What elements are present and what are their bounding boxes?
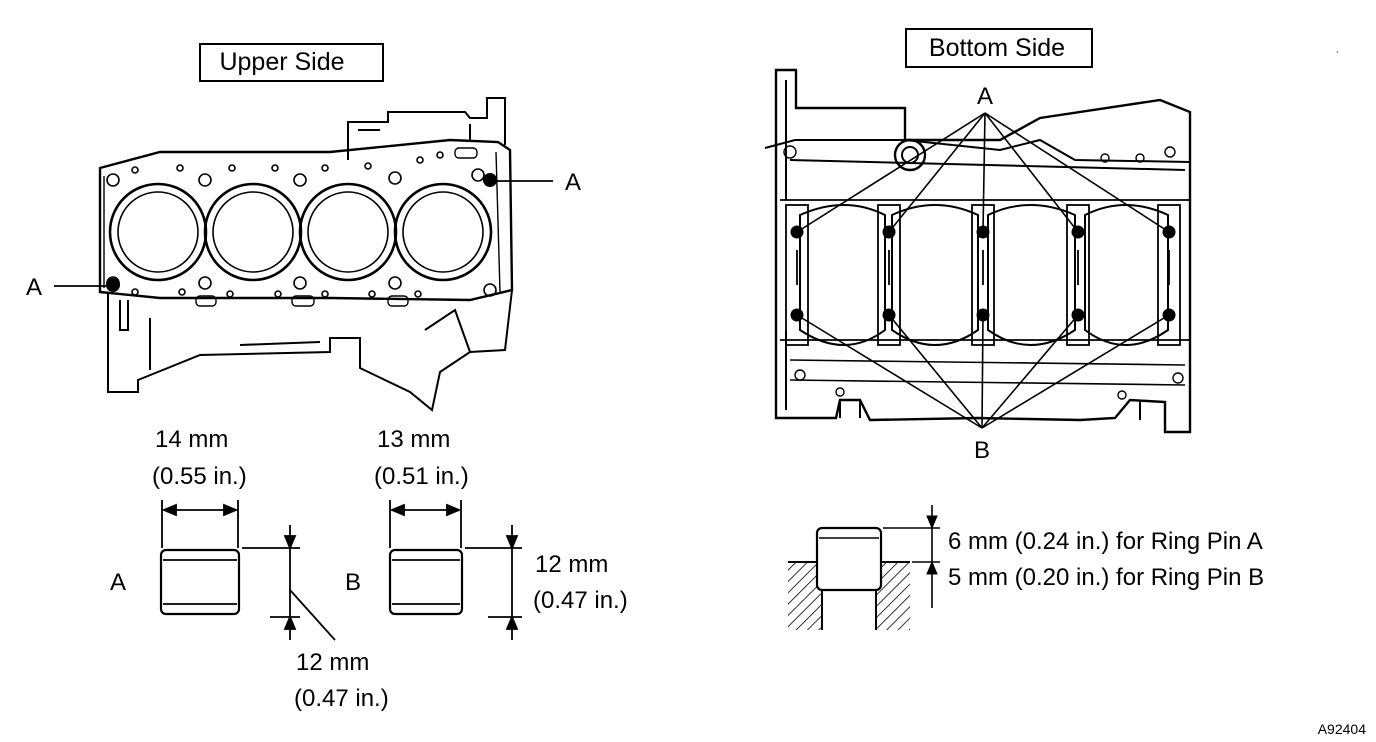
pin-a-letter: A xyxy=(110,569,126,596)
bottom-block-drawing xyxy=(764,68,1192,434)
ring-pin-a-detail: 14 mm (0.55 in.) A 12 mm (0.47 in.) xyxy=(110,426,389,712)
pin-b-height-in: (0.47 in.) xyxy=(533,587,628,614)
upper-ring-pin-a-right xyxy=(483,173,497,187)
bottom-label-a: A xyxy=(977,83,993,110)
pin-b-width-mm: 13 mm xyxy=(377,426,450,453)
ring-pin-b-shape xyxy=(388,548,464,616)
upper-side-view: Upper Side xyxy=(26,43,581,412)
bottom-side-view: Bottom Side xyxy=(764,28,1338,464)
protrusion-line-2: 5 mm (0.20 in.) for Ring Pin B xyxy=(948,564,1264,591)
pin-b-width-in: (0.51 in.) xyxy=(374,463,469,490)
upper-ring-pin-a-left xyxy=(106,278,120,292)
pin-a-height-in: (0.47 in.) xyxy=(294,685,389,712)
upper-side-title: Upper Side xyxy=(219,48,344,76)
pin-b-height-mm: 12 mm xyxy=(535,551,608,578)
upper-block-drawing xyxy=(98,97,514,412)
upper-label-a-right: A xyxy=(565,169,581,196)
upper-label-a-left: A xyxy=(26,274,42,301)
pin-a-height-mm: 12 mm xyxy=(296,649,369,676)
ring-pin-a-shape xyxy=(159,548,241,616)
ring-pin-b-detail: 13 mm (0.51 in.) B 12 mm (0.47 in.) xyxy=(345,426,628,640)
pin-a-width-in: (0.55 in.) xyxy=(152,463,247,490)
pin-a-width-mm: 14 mm xyxy=(155,426,228,453)
bottom-side-title-box xyxy=(905,28,1093,68)
figure-id: A92404 xyxy=(1318,721,1366,737)
upper-side-title-box xyxy=(199,43,384,82)
bottom-leader-lines xyxy=(796,112,1170,429)
pin-b-letter: B xyxy=(345,569,361,596)
bottom-label-b: B xyxy=(974,437,990,464)
bottom-side-title: Bottom Side xyxy=(929,34,1065,62)
stray-mark: , xyxy=(1336,45,1338,54)
protruding-pin-shape xyxy=(815,526,883,592)
pin-protrusion-detail: 6 mm (0.24 in.) for Ring Pin A 5 mm (0.2… xyxy=(788,505,1264,630)
protrusion-line-1: 6 mm (0.24 in.) for Ring Pin A xyxy=(948,528,1263,555)
